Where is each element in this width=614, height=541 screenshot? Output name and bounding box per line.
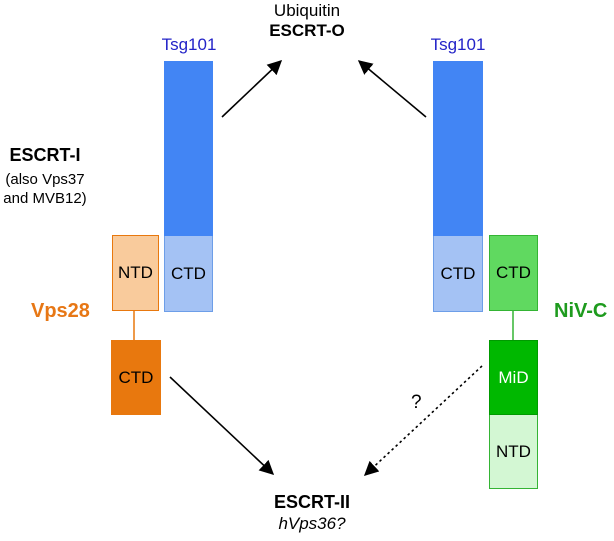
vps28-ntd-box: NTD [112,235,159,311]
arrow-vps28-to-escrt-ii [169,376,275,475]
ubiquitin-label: Ubiquitin [273,1,341,20]
left-tsg101-ctd-box: CTD [164,236,213,312]
nivc-mid-box: MiD [489,340,538,415]
escrt-ii-label: ESCRT-II [273,492,350,512]
vps28-ctd-box: CTD [111,340,161,415]
escrt-i-note-line2: and MVB12) [3,190,87,207]
escrt-i-label: ESCRT-I [9,145,81,165]
question-mark: ? [411,392,422,413]
vps28-ctd-label: CTD [118,367,154,387]
nivc-ctd-label: CTD [496,263,531,282]
right-tsg101-ctd-box: CTD [433,236,483,312]
arrow-right-to-escrt-o [357,60,427,118]
nivc-mid-label: MiD [498,367,529,387]
escrt-o-label: ESCRT-O [269,21,345,40]
vps28-ntd-label: NTD [118,263,153,282]
hvps36-label: hVps36? [278,514,346,533]
right-tsg101-ctd-label: CTD [440,263,476,283]
vps28-label: Vps28 [31,300,90,322]
right-tsg101-body [433,61,483,236]
nivc-ntd-label: NTD [496,441,531,461]
arrow-nivc-to-escrt-ii [363,365,483,476]
left-tsg101-body [164,61,213,236]
left-tsg101-ctd-label: CTD [171,263,206,283]
nivc-ntd-box: NTD [489,415,538,489]
arrow-left-to-escrt-o [221,60,283,118]
escrt-i-note-line1: (also Vps37 [5,171,85,188]
left-tsg101-label: Tsg101 [161,35,217,54]
right-tsg101-label: Tsg101 [430,35,486,54]
nivc-label: NiV-C [554,300,608,322]
nivc-ctd-box: CTD [489,235,538,311]
